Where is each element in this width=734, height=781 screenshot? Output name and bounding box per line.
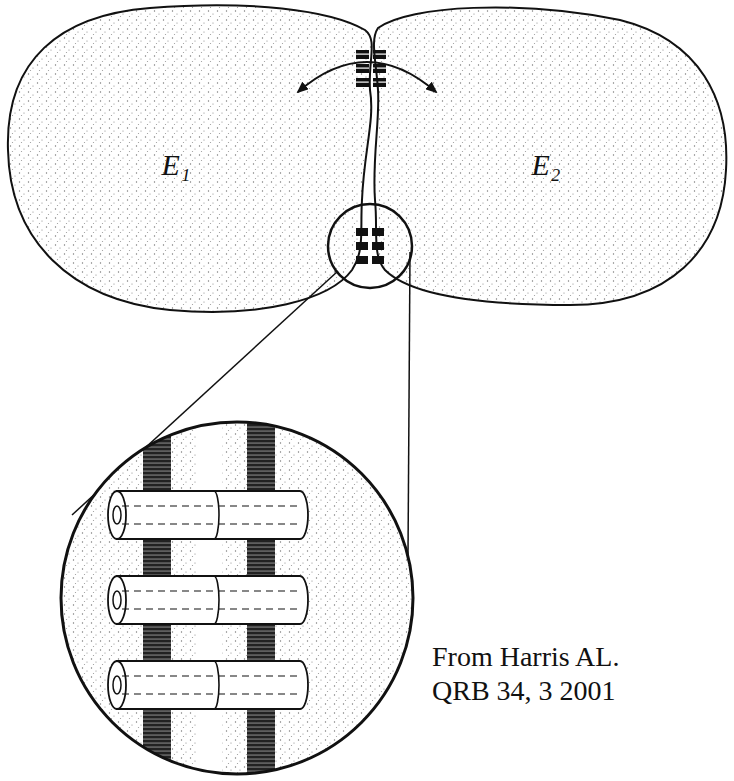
cell-outline: E₂ [350,0,734,320]
inset-circle [61,422,413,774]
inset-view [55,415,425,781]
leader-line [408,252,410,555]
magnify-circle [328,204,412,288]
cell-fill [8,5,372,312]
source-note: From Harris AL. QRB 34, 3 2001 [432,640,682,708]
cell-outline: E₁ [0,0,380,320]
flow-arrow [298,62,436,92]
cell-label: E₁ [162,148,191,182]
cell-label: E₂ [532,148,561,182]
connexon-channel [108,576,308,624]
cell-fill [374,8,726,305]
connexon-channel [108,491,308,539]
connexon-channel [108,661,308,709]
